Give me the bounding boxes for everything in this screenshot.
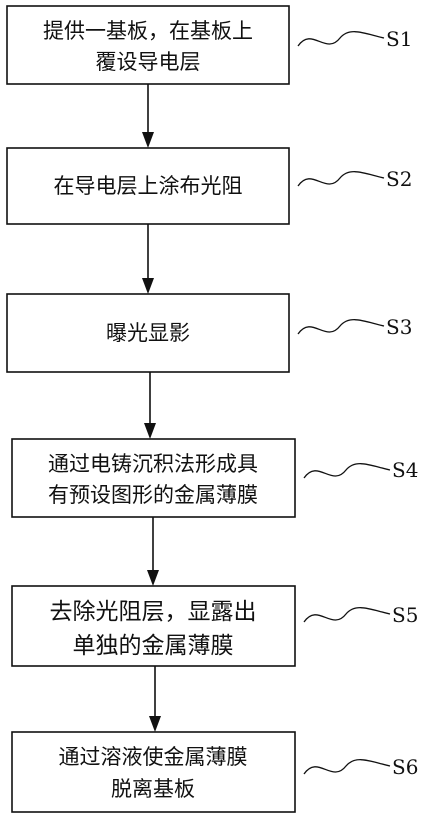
step-s2-box	[6, 147, 290, 225]
arrow-s2-s3	[142, 224, 154, 294]
step-s5-line-1: 去除光阻层，显露出	[50, 599, 257, 625]
arrow-s1-s2	[142, 84, 154, 148]
step-s2: 在导电层上涂布光阻 S2	[6, 147, 412, 225]
step-s6-line-1: 通过溶液使金属薄膜	[59, 745, 248, 769]
step-s3-leader	[297, 319, 385, 335]
step-s6-box	[11, 731, 296, 813]
step-s6-leader	[303, 759, 391, 775]
step-s4-line-1: 通过电铸沉积法形成具	[48, 452, 258, 476]
step-s1-line-2: 覆设导电层	[96, 50, 201, 74]
step-s4-line-2: 有预设图形的金属薄膜	[48, 483, 258, 507]
step-s5-leader	[303, 607, 391, 623]
step-s6: 通过溶液使金属薄膜 脱离基板 S6	[11, 731, 418, 813]
step-s1-leader	[297, 31, 385, 47]
step-s5-label: S5	[392, 603, 418, 627]
step-s6-line-2: 脱离基板	[111, 777, 195, 801]
step-s5-box	[11, 585, 296, 667]
step-s6-label: S6	[392, 755, 418, 779]
step-s2-line-1: 在导电层上涂布光阻	[54, 174, 243, 198]
step-s1: 提供一基板，在基板上 覆设导电层 S1	[6, 5, 412, 85]
step-s5-line-2: 单独的金属薄膜	[73, 633, 234, 659]
arrow-s5-s6	[149, 666, 161, 732]
step-s1-box	[6, 5, 290, 85]
arrow-s4-s5	[147, 517, 159, 586]
step-s2-leader	[297, 171, 385, 187]
step-s3-line-1: 曝光显影	[106, 321, 190, 345]
arrow-s3-s4	[144, 372, 156, 439]
step-s1-label: S1	[386, 27, 412, 51]
step-s3-box	[6, 293, 290, 373]
step-s3-label: S3	[386, 315, 412, 339]
step-s1-line-1: 提供一基板，在基板上	[43, 19, 253, 43]
step-s3: 曝光显影 S3	[6, 293, 412, 373]
step-s4-label: S4	[392, 458, 418, 482]
step-s4: 通过电铸沉积法形成具 S4 有预设图形的金属薄膜	[11, 438, 418, 518]
step-s2-label: S2	[386, 167, 412, 191]
step-s5: 去除光阻层，显露出 单独的金属薄膜 S5	[11, 585, 418, 667]
step-s4-leader	[303, 463, 391, 479]
